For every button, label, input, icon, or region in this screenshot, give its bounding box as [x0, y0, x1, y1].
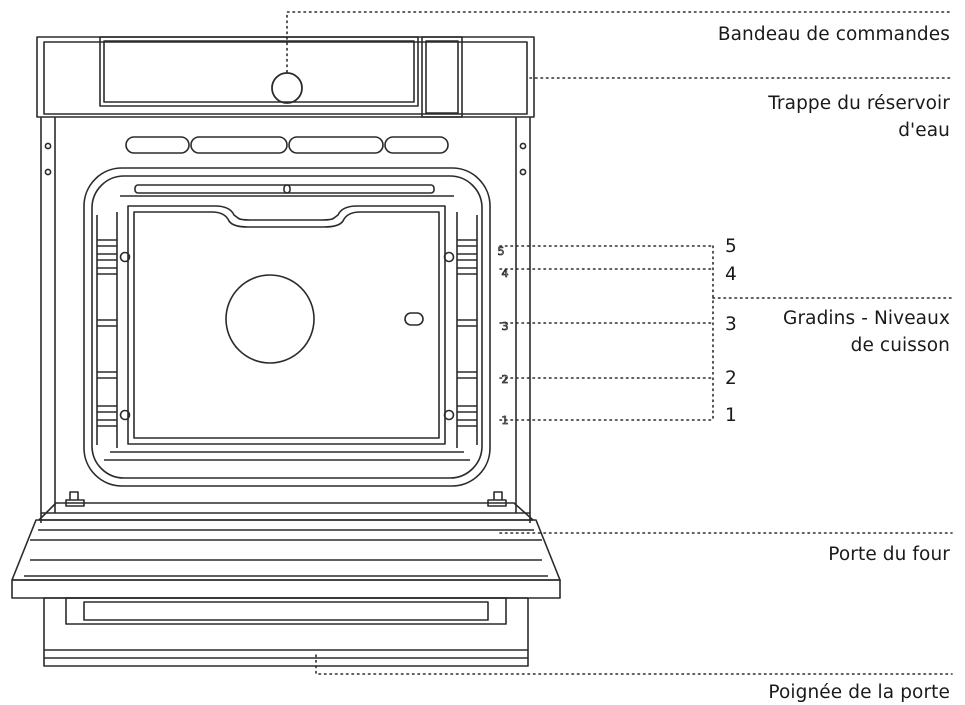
oven-door-label: Porte du four — [828, 544, 950, 565]
oven-body — [40, 117, 531, 523]
level-number-4: 4 — [725, 264, 737, 285]
oven-cavity — [83, 167, 491, 487]
right-shelf-supports — [443, 212, 478, 448]
left-shelf-supports — [96, 212, 131, 448]
shelves-label-line1: Gradins - Niveaux — [783, 308, 950, 329]
control-panel — [36, 36, 535, 118]
door-handle — [43, 597, 529, 667]
oven-door — [11, 502, 561, 599]
water-tank-label-line2: d'eau — [898, 120, 950, 141]
shelves-label-line2: de cuisson — [850, 335, 950, 356]
level-marking-2: 2 — [502, 373, 509, 386]
water-tank-label-line1: Trappe du réservoir — [768, 93, 950, 114]
fan-cover — [225, 274, 315, 364]
level-number-3: 3 — [725, 314, 737, 335]
level-marking-4: 4 — [502, 267, 509, 280]
level-number-5: 5 — [725, 236, 737, 257]
vent-slots — [125, 136, 449, 154]
level-marking-5: 5 — [498, 245, 505, 258]
door-hinges — [65, 491, 507, 507]
level-number-1: 1 — [725, 405, 737, 426]
control-knob — [271, 72, 303, 104]
level-marking-3: 3 — [502, 320, 509, 333]
control-panel-label: Bandeau de commandes — [717, 24, 950, 45]
level-number-2: 2 — [725, 368, 737, 389]
leader-lines — [286, 11, 953, 675]
level-markings: 5 4 3 2 1 — [497, 245, 509, 428]
door-handle-label: Poignée de la porte — [768, 682, 950, 703]
